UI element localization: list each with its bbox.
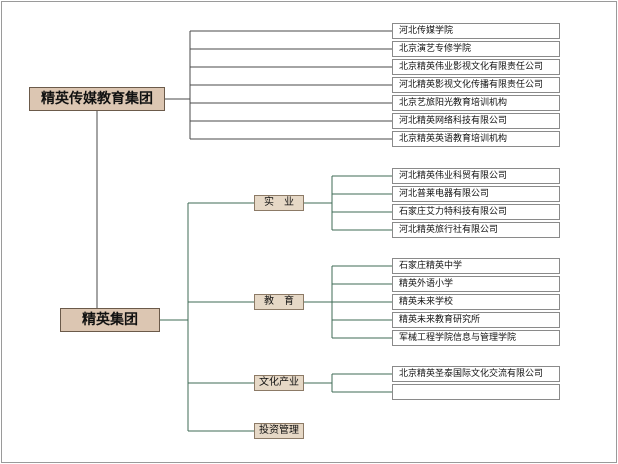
education-item[interactable]: 精英未来学校 xyxy=(392,294,560,310)
media-item[interactable]: 北京演艺专修学院 xyxy=(392,41,560,57)
category-education[interactable]: 教 育 xyxy=(254,294,304,310)
media-connectors xyxy=(96,30,392,308)
industry-item[interactable]: 河北精英旅行社有限公司 xyxy=(392,222,560,238)
media-item[interactable]: 河北传媒学院 xyxy=(392,23,560,39)
media-item[interactable]: 北京精英伟业影视文化有限责任公司 xyxy=(392,59,560,75)
education-item[interactable]: 精英未来教育研究所 xyxy=(392,312,560,328)
category-industry[interactable]: 实 业 xyxy=(254,195,304,211)
culture-item[interactable]: 北京精英圣泰国际文化交流有限公司 xyxy=(392,366,560,382)
industry-item[interactable]: 河北普莱电器有限公司 xyxy=(392,186,560,202)
industry-item[interactable]: 石家庄艾力特科技有限公司 xyxy=(392,204,560,220)
media-item[interactable]: 河北精英网络科技有限公司 xyxy=(392,113,560,129)
main-connectors xyxy=(160,175,392,432)
media-item[interactable]: 北京精英英语教育培训机构 xyxy=(392,131,560,147)
education-item[interactable]: 军械工程学院信息与管理学院 xyxy=(392,330,560,346)
media-group-box[interactable]: 精英传媒教育集团 xyxy=(29,87,165,111)
media-item[interactable]: 河北精英影视文化传播有限责任公司 xyxy=(392,77,560,93)
main-group-box[interactable]: 精英集团 xyxy=(60,308,160,332)
media-item[interactable]: 北京艺旅阳光教育培训机构 xyxy=(392,95,560,111)
education-item[interactable]: 石家庄精英中学 xyxy=(392,258,560,274)
culture-item-empty[interactable] xyxy=(392,384,560,400)
industry-item[interactable]: 河北精英伟业科贸有限公司 xyxy=(392,168,560,184)
category-investment[interactable]: 投资管理 xyxy=(254,423,304,439)
education-item[interactable]: 精英外语小学 xyxy=(392,276,560,292)
category-culture[interactable]: 文化产业 xyxy=(254,375,304,391)
